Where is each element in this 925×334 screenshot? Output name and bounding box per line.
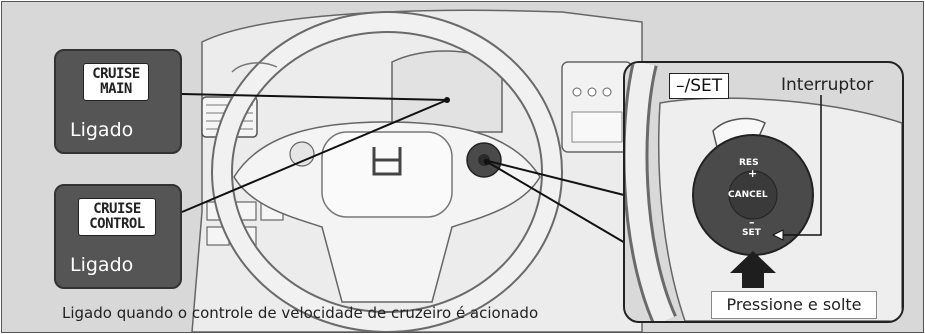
cruise-active-caption: Ligado quando o controle de velocidade d… — [62, 304, 539, 322]
switch-res-label: RES — [739, 158, 759, 168]
switch-detail-panel: RES + CANCEL – SET –/SET Interruptor Pre… — [623, 61, 904, 323]
left-wheel-controls — [289, 141, 315, 167]
leader-line-cruise-control — [181, 99, 448, 213]
leader-line-switch-bottom — [483, 159, 633, 248]
set-switch-badge: –/SET — [669, 73, 730, 99]
cruise-main-badge-line2: MAIN — [100, 81, 132, 97]
brand-logo — [372, 147, 402, 176]
leader-line-cruise-main — [181, 93, 448, 101]
cruise-main-indicator-icon: CRUISE MAIN — [83, 63, 149, 101]
cruise-main-callout: CRUISE MAIN Ligado — [54, 49, 182, 154]
press-release-label: Pressione e solte — [711, 291, 877, 319]
leader-line-switch-top — [483, 159, 633, 198]
switch-set-symbol: – — [749, 216, 755, 229]
cruise-main-badge-line1: CRUISE — [92, 66, 140, 82]
cruise-main-status-label: Ligado — [70, 119, 134, 141]
cruise-control-status-label: Ligado — [70, 254, 134, 276]
cruise-control-indicator-icon: CRUISE CONTROL — [78, 198, 156, 236]
switch-caption-label: Interruptor — [778, 75, 877, 95]
switch-set-button-label: SET — [742, 228, 761, 238]
switch-cancel-label: CANCEL — [728, 190, 768, 200]
cruise-control-callout: CRUISE CONTROL Ligado — [54, 184, 182, 289]
cruise-control-badge-line2: CONTROL — [89, 216, 145, 232]
switch-res-symbol: + — [748, 167, 758, 180]
cruise-control-badge-line1: CRUISE — [93, 201, 141, 217]
switch-detail-drawing — [625, 63, 902, 321]
press-arrow-icon — [730, 251, 776, 288]
